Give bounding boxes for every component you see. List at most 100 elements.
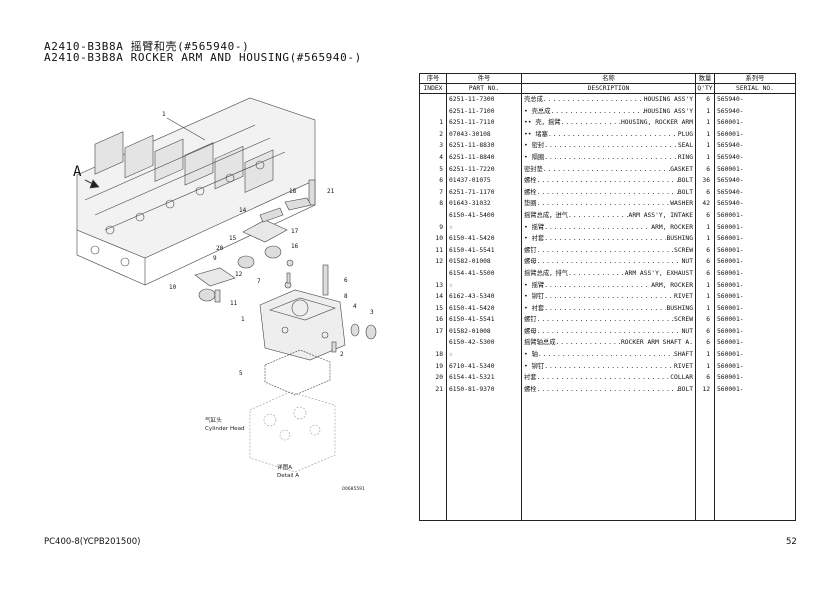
row-part-no: 6150-41-5420 [446,233,522,245]
callout: 11 [230,300,238,307]
row-part-no: 6150-41-5400 [446,209,522,222]
row-description: • 隔圈....................................… [521,151,696,164]
table-row: 6150-41-5400摇臂总成，进气.....................… [419,209,796,222]
row-desc-en: ARM, ROCKER [651,223,693,231]
row-qty: 1 [695,117,715,129]
row-part-no: 6251-11-8840 [446,151,522,164]
callout: 21 [327,188,335,195]
leader-dots: ........................................… [544,304,667,312]
row-description: 螺母......................................… [521,325,696,338]
row-index [419,267,447,280]
leader-dots: ........................................… [536,316,674,324]
row-part-no: 6154-41-5500 [446,267,522,280]
leader-dots: ........................................… [547,130,678,138]
row-qty: 1 [695,151,715,164]
row-qty: 12 [695,383,715,396]
row-index: 16 [419,314,447,326]
callout: 17 [291,228,299,235]
row-part-no: 01582-01008 [446,325,522,338]
leader-dots: ........................................… [555,339,621,347]
row-index: 13 [419,279,447,292]
row-qty: 6 [695,372,715,384]
row-qty: 1 [695,105,715,118]
row-part-no: ☆ [446,221,522,234]
row-desc-cn: 螺栓 [524,385,537,393]
row-part-no: 6154-41-5321 [446,372,522,384]
row-description: 摇臂总成，排气.................................… [521,267,696,280]
row-index: 4 [419,151,447,164]
row-desc-en: ARM ASS'Y, EXHAUST [624,269,693,277]
leader-dots: ........................................… [560,119,621,127]
leader-dots: ........................................… [544,223,651,231]
row-desc-cn: • 衬套 [524,304,545,312]
row-part-no: 6251-11-7300 [446,93,522,106]
row-desc-en: ARM, ROCKER [651,281,693,289]
detail-label-en: Detail A [277,473,299,479]
table-row: 6154-41-5500摇臂总成，排气.....................… [419,267,796,280]
row-serial: 560001- [714,267,796,280]
row-description: •• 堵塞...................................… [521,128,696,141]
row-part-no: 6150-41-5541 [446,244,522,257]
callout: 16 [291,243,299,250]
header-desc-cn: 名称 [521,73,696,84]
row-description: • 摇臂....................................… [521,279,696,292]
row-desc-cn: • 摇臂 [524,281,545,289]
leader-dots: ........................................… [544,142,678,150]
leader-dots: ........................................… [542,96,644,103]
row-qty: 6 [695,337,715,350]
row-index: 6 [419,175,447,187]
table-header-en: INDEX PART NO. DESCRIPTION Q'TY SERIAL N… [419,83,796,94]
row-index: 5 [419,163,447,176]
row-part-no: 6251-11-7110 [446,117,522,129]
header-part-en: PART NO. [446,83,522,94]
row-desc-en: ROCKER ARM SHAFT A. [620,339,693,347]
row-serial: 560001- [714,383,796,396]
gasket [264,349,331,396]
row-description: 螺栓......................................… [521,383,696,396]
row-desc-en: ARM ASS'Y, INTAKE [628,211,693,219]
row-desc-cn: 摇臂总成，排气 [524,269,569,277]
row-desc-cn: • 铆钉 [524,362,545,370]
row-index: 17 [419,325,447,338]
callout: 6 [344,277,348,284]
row-part-no: 01643-31032 [446,198,522,210]
row-desc-cn: 衬套 [524,374,537,382]
row-index [419,93,447,106]
row-serial: 560001- [714,128,796,141]
row-part-no: 6251-71-1170 [446,186,522,199]
leader-dots: ........................................… [536,258,682,266]
row-index [419,105,447,118]
row-description: 螺钉......................................… [521,244,696,257]
row-serial: 560001- [714,372,796,384]
row-part-no: 6710-41-5340 [446,360,522,373]
row-desc-cn: •• 堵塞 [524,130,548,138]
row-serial: 560001- [714,209,796,222]
row-description: • 铆钉....................................… [521,360,696,373]
row-serial: 565940- [714,151,796,164]
row-serial: 560001- [714,233,796,245]
cylinder-head [249,391,336,473]
callout: 4 [353,303,357,310]
leader-dots: ........................................… [544,362,675,370]
callout: 12 [235,271,243,278]
leader-dots: ........................................… [544,293,675,301]
row-index [419,337,447,350]
callout: 15 [229,235,237,242]
leader-dots: ........................................… [536,246,674,254]
row-serial: 560001- [714,117,796,129]
row-desc-en: RIVET [674,293,693,301]
header-part-cn: 件号 [446,73,522,84]
row-index: 21 [419,383,447,396]
row-qty: 1 [695,279,715,292]
row-desc-en: BOLT [677,177,693,185]
row-desc-en: PLUG [677,130,693,138]
